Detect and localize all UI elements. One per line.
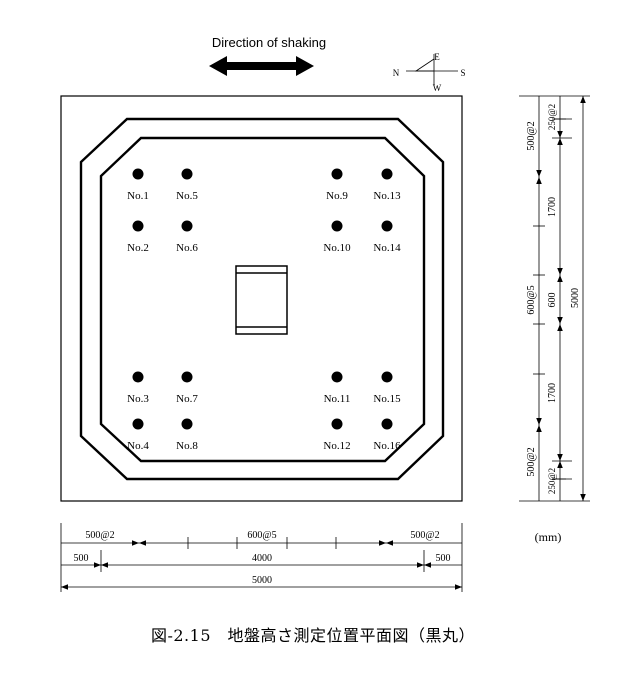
compass-west: W: [433, 83, 442, 93]
measurement-point: No.1: [127, 168, 149, 202]
point-label: No.4: [127, 440, 149, 452]
point-label: No.6: [176, 242, 198, 254]
point-label: No.12: [323, 440, 350, 452]
dim-right-600: 600: [547, 293, 558, 308]
point-label: No.16: [373, 440, 401, 452]
point-dot: [381, 220, 393, 232]
point-dot: [331, 371, 343, 383]
measurement-point: No.3: [127, 371, 149, 405]
point-dot: [331, 418, 343, 430]
point-dot: [381, 371, 393, 383]
point-label: No.7: [176, 393, 198, 405]
point-label: No.13: [373, 190, 401, 202]
dim-bottom-500at2-right: 500@2: [410, 530, 439, 541]
dim-bottom-5000: 5000: [252, 575, 272, 586]
unit-label: (mm): [535, 530, 562, 544]
point-dot: [331, 168, 343, 180]
measurement-point: No.12: [323, 418, 351, 452]
compass-north: N: [393, 68, 400, 78]
figure-caption: 図-2.15 地盤高さ測定位置平面図（黒丸）: [150, 626, 476, 645]
point-label: No.8: [176, 440, 198, 452]
measurement-point: No.2: [127, 220, 149, 254]
shaking-label: Direction of shaking: [212, 35, 326, 50]
dim-bottom-4000: 4000: [252, 553, 272, 564]
bottom-dimensions: [60, 523, 463, 592]
compass-icon: [406, 54, 458, 86]
point-label: No.3: [127, 393, 149, 405]
right-dimensions: [519, 95, 590, 502]
measurement-point: No.13: [373, 168, 401, 202]
dim-right-250at2-top: 250@2: [547, 104, 557, 130]
octagon-inner: [99, 136, 426, 463]
measurement-point: No.15: [373, 371, 401, 405]
dim-right-600at5: 600@5: [526, 285, 537, 314]
dim-right-500at2-bottom: 500@2: [526, 447, 537, 476]
point-dot: [181, 168, 193, 180]
measurement-point: No.11: [324, 371, 351, 405]
dim-right-5000: 5000: [570, 288, 581, 308]
octagon-outer: [79, 117, 445, 481]
point-label: No.15: [373, 393, 401, 405]
point-label: No.2: [127, 242, 149, 254]
shaking-arrow-icon: [209, 56, 314, 76]
measurement-point: No.7: [176, 371, 198, 405]
point-dot: [181, 371, 193, 383]
point-dot: [181, 418, 193, 430]
center-box: [235, 265, 288, 335]
dim-right-250at2-bottom: 250@2: [547, 468, 557, 494]
measurement-point: No.5: [176, 168, 198, 202]
dim-bottom-600at5: 600@5: [247, 530, 276, 541]
measurement-point: No.4: [127, 418, 149, 452]
point-dot: [132, 220, 144, 232]
measurement-point: No.8: [176, 418, 198, 452]
point-label: No.11: [324, 393, 351, 405]
point-dot: [132, 418, 144, 430]
measurement-point: No.6: [176, 220, 198, 254]
dim-right-500at2-top: 500@2: [526, 121, 537, 150]
measurement-point: No.9: [326, 168, 348, 202]
point-label: No.5: [176, 190, 198, 202]
point-dot: [181, 220, 193, 232]
dim-bottom-500-right: 500: [436, 553, 451, 564]
point-label: No.10: [323, 242, 351, 254]
outer-boundary: [60, 95, 463, 502]
dim-right-1700-bottom: 1700: [547, 383, 558, 403]
measurement-point: No.10: [323, 220, 351, 254]
compass-south: S: [460, 68, 465, 78]
dim-bottom-500-left: 500: [74, 553, 89, 564]
compass-east: E: [434, 52, 440, 62]
point-dot: [132, 168, 144, 180]
point-label: No.1: [127, 190, 149, 202]
measurement-point: No.14: [373, 220, 401, 254]
point-label: No.14: [373, 242, 401, 254]
point-dot: [381, 418, 393, 430]
dim-right-1700-top: 1700: [547, 197, 558, 217]
measurement-point: No.16: [373, 418, 401, 452]
point-dot: [132, 371, 144, 383]
point-dot: [381, 168, 393, 180]
dim-bottom-500at2-left: 500@2: [85, 530, 114, 541]
point-label: No.9: [326, 190, 348, 202]
point-dot: [331, 220, 343, 232]
